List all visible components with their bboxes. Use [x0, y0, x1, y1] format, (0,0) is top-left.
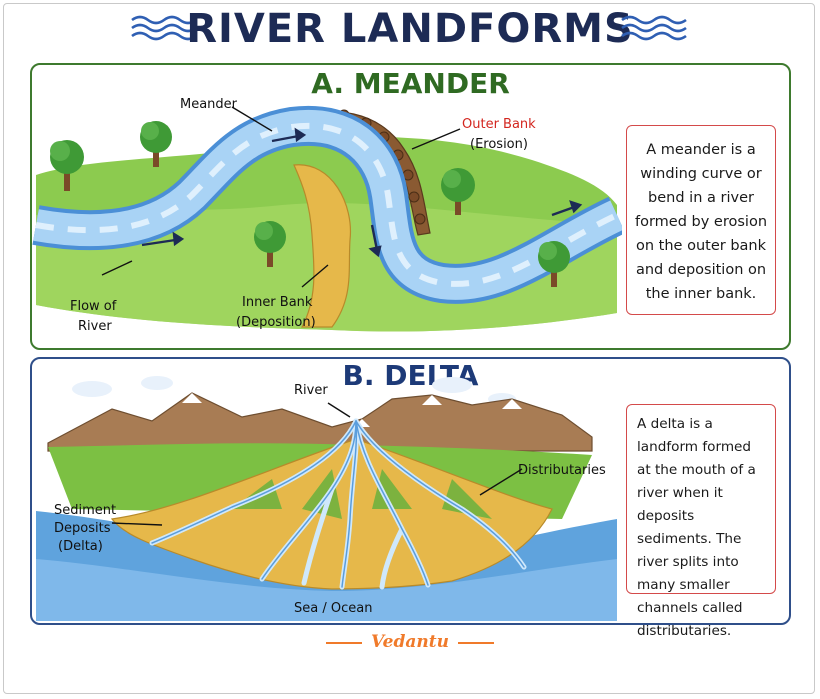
delta-description: A delta is a landform formed at the mout… [626, 404, 776, 639]
tree-icon [50, 140, 84, 191]
distributaries-label: Distributaries [518, 463, 606, 478]
inner-bank-label: Inner Bank [242, 295, 313, 310]
meander-heading: A. MEANDER [311, 67, 510, 100]
flow-label-line2: River [78, 319, 112, 334]
tree-icon [254, 221, 286, 267]
tree-icon [441, 168, 475, 215]
meander-illustration [32, 105, 622, 332]
erosion-label: (Erosion) [470, 137, 528, 152]
outer-bank-label: Outer Bank [462, 117, 536, 132]
mountain-range [47, 392, 593, 452]
sea-label: Sea / Ocean [294, 601, 373, 616]
flow-label-line1: Flow of [70, 299, 117, 314]
meander-panel: A. MEANDER [30, 63, 791, 350]
inner-bank-deposit [293, 164, 352, 328]
river-label: River [294, 383, 328, 398]
sediment-label-line3: (Delta) [58, 539, 103, 554]
wave-right-icon [621, 15, 687, 41]
brand-logo: Vedantu [371, 632, 449, 652]
delta-panel: B. DELTA [30, 357, 791, 639]
tree-icon [538, 241, 570, 287]
sediment-label-line2: Deposits [54, 521, 111, 536]
tree-icon [140, 121, 172, 167]
delta-illustration [36, 376, 617, 621]
wave-left-icon [131, 15, 197, 41]
deposition-label: (Deposition) [236, 315, 316, 330]
footer-decoration [326, 642, 494, 644]
sediment-label-line1: Sediment [54, 503, 117, 518]
meander-description: A meander is a winding curve or bend in … [626, 125, 776, 315]
page-title: RIVER LANDFORMS [186, 6, 634, 52]
meander-label: Meander [180, 97, 238, 112]
